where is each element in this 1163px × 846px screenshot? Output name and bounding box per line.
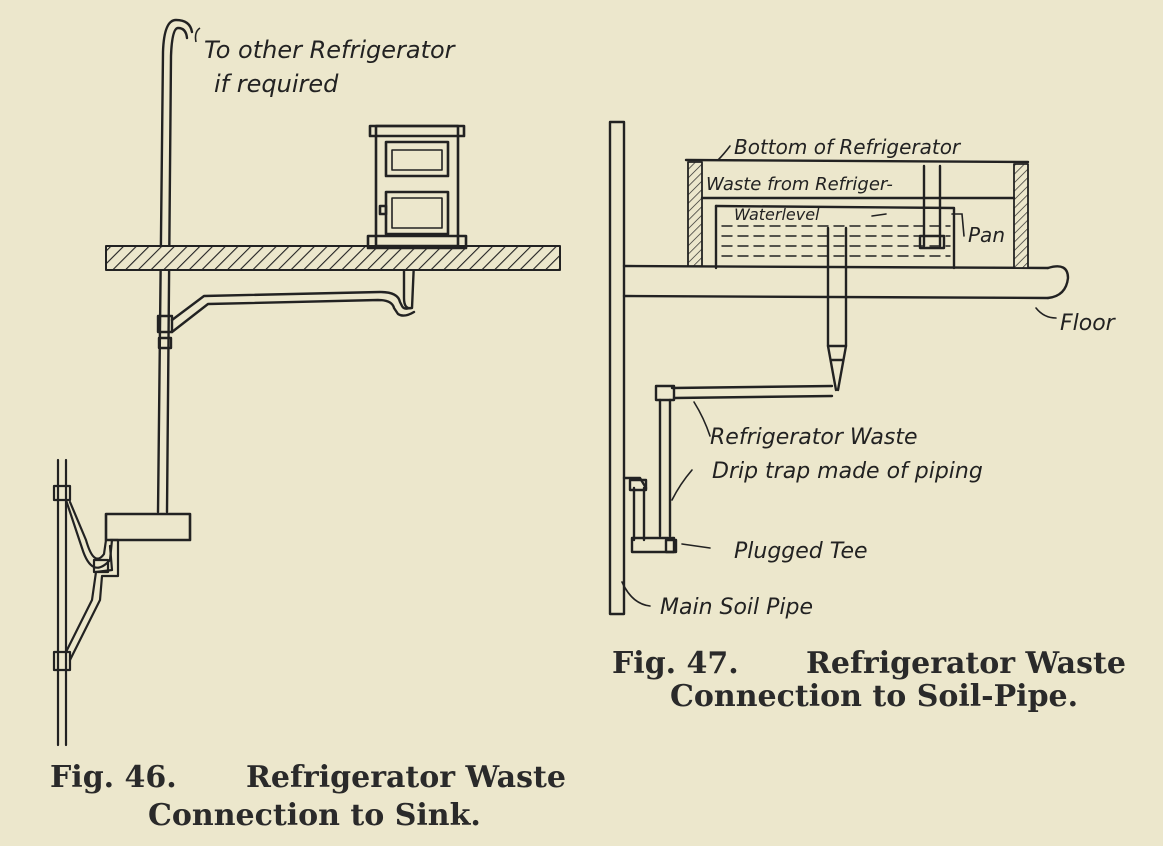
water-lines	[721, 225, 951, 257]
caption-fig47-title: Refrigerator Waste	[806, 646, 1126, 681]
sink-box	[104, 512, 192, 542]
figure-47	[608, 120, 1070, 616]
leader-line-vent	[194, 27, 201, 43]
caption-fig47-line2: Connection to Soil-Pipe.	[670, 679, 1078, 714]
label-bottom-of-refrigerator: Bottom of Refrigerator	[734, 135, 962, 159]
caption-fig46-title: Refrigerator Waste	[246, 760, 566, 795]
main-soil-pipe	[608, 120, 626, 616]
vent-fittings	[156, 314, 174, 350]
sink-trap-pipe	[52, 458, 120, 747]
caption-fig46-number: Fig. 46.	[50, 760, 177, 795]
label-plugged-tee: Plugged Tee	[734, 539, 868, 564]
label-floor: Floor	[1060, 311, 1117, 336]
caption-fig46-line2: Connection to Sink.	[148, 798, 481, 833]
label-waste-from-refriger: Waste from Refriger-	[706, 174, 893, 195]
drip-pan	[714, 204, 956, 270]
label-refrigerator-waste: Refrigerator Waste	[710, 425, 918, 450]
label-pan: Pan	[968, 223, 1005, 247]
label-drip-trap: Drip trap made of piping	[712, 459, 983, 484]
drip-trap	[622, 398, 678, 554]
caption-fig46-line1: Fig. 46. Refrigerator Waste	[50, 760, 566, 795]
floor-slab	[105, 245, 561, 271]
horizontal-waste	[654, 384, 834, 402]
label-waterlevel: Waterlevel	[734, 205, 820, 224]
caption-fig47-line1: Fig. 47. Refrigerator Waste	[612, 646, 1126, 681]
refrigerator-bottom	[684, 158, 1030, 269]
label-if-required: if required	[214, 70, 339, 98]
label-to-other-refrigerator: To other Refrigerator	[204, 36, 457, 64]
caption-fig47-number: Fig. 47.	[612, 646, 739, 681]
waste-pipe	[170, 260, 416, 334]
label-main-soil-pipe: Main Soil Pipe	[660, 595, 813, 620]
figure-46	[52, 18, 561, 747]
refrigerator-unit	[366, 124, 468, 250]
funnel-pipe	[826, 226, 848, 392]
leaders-fig47	[621, 145, 1057, 607]
vent-pipe	[156, 18, 194, 514]
